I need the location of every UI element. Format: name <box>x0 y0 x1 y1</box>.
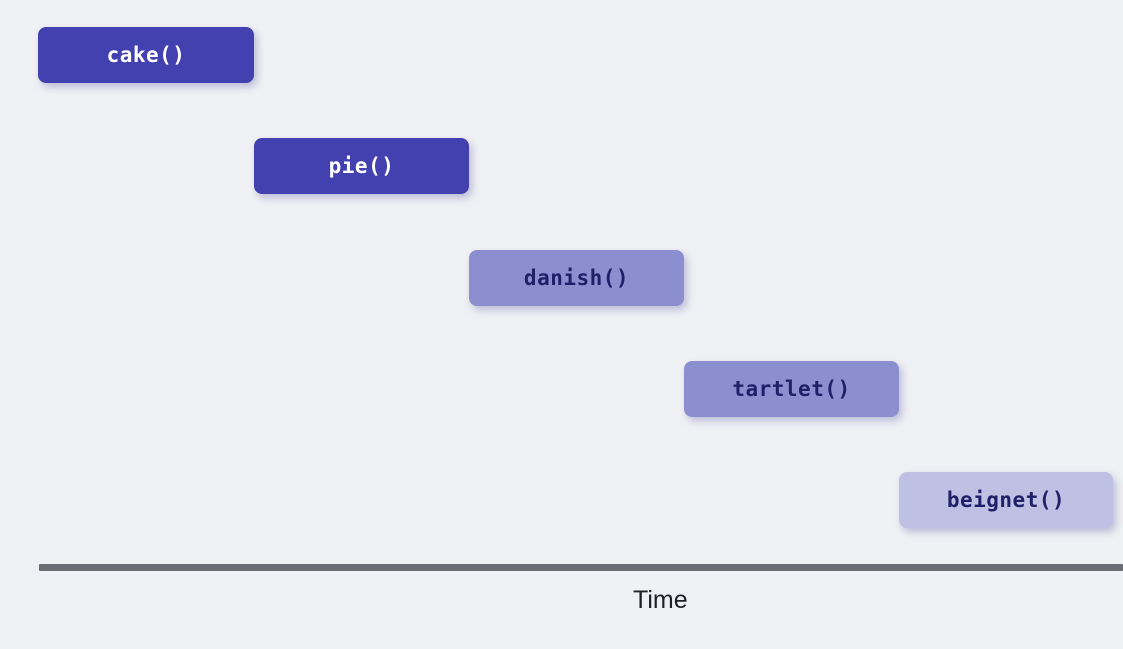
call-box-pie: pie() <box>254 138 469 194</box>
time-axis <box>39 564 1123 571</box>
call-box-tartlet: tartlet() <box>684 361 899 417</box>
time-axis-label: Time <box>633 586 688 614</box>
call-box-cake: cake() <box>38 27 254 83</box>
call-box-danish: danish() <box>469 250 684 306</box>
call-box-beignet: beignet() <box>899 472 1113 528</box>
